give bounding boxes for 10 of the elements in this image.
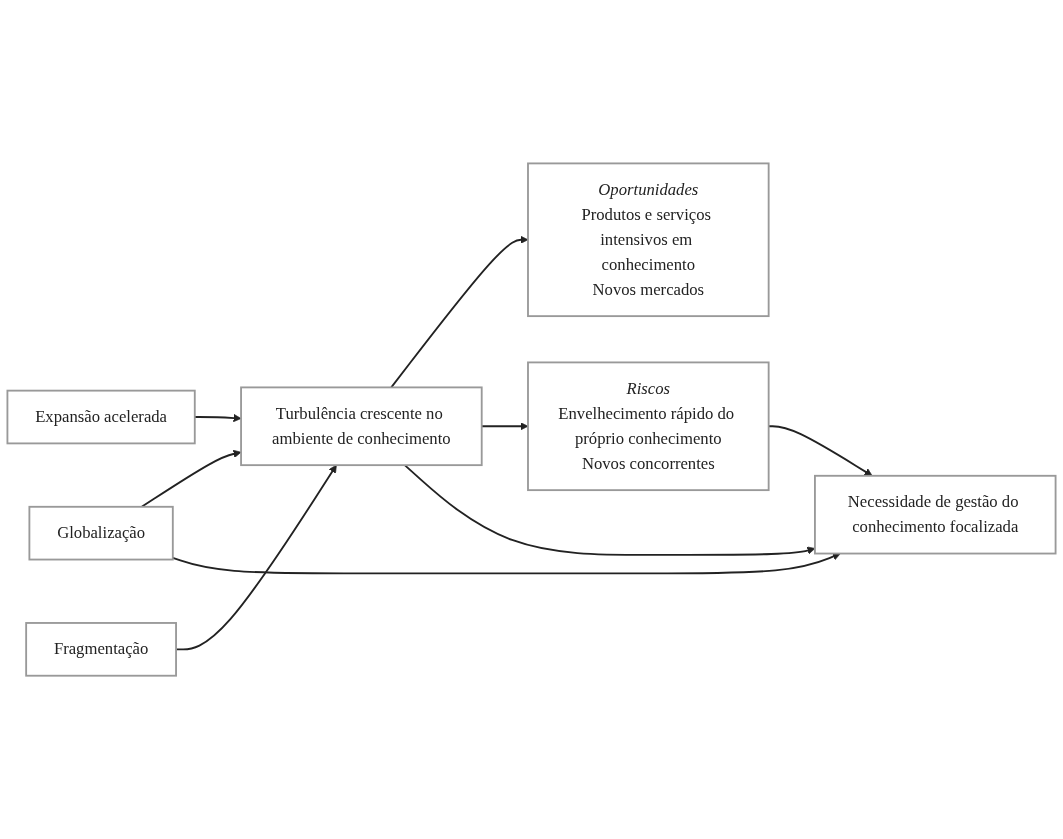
arrow xyxy=(171,552,841,575)
node-box: Necessidade de gestão do conhecimento focalizada xyxy=(814,474,1057,555)
node-box: Riscos Envelhecimento rápido do próprio conhecimento Novos concorrentes xyxy=(527,361,770,491)
node-box: Expansão acelerada xyxy=(6,389,196,445)
node-box: Globalização xyxy=(28,505,174,561)
node-box: Oportunidades Produtos e serviços intensivos em conhecimento Novos mercados xyxy=(527,162,770,317)
node-box: Turbulência crescente no ambiente de conhecimento xyxy=(240,386,483,466)
node-box: Fragmentação xyxy=(25,621,177,677)
arrow xyxy=(140,449,242,508)
arrow xyxy=(403,464,816,556)
